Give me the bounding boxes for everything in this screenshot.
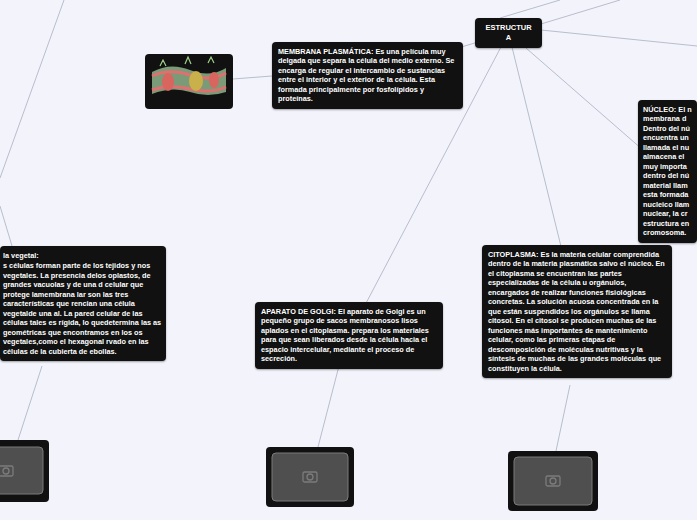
topic-box: MEMBRANA PLASMÁTICA: Es una película muy… bbox=[272, 42, 463, 109]
topic-box: APARATO DE GOLGI: El aparato de Golgi es… bbox=[255, 302, 443, 369]
image-placeholders bbox=[0, 440, 598, 511]
topic-text: ESTRUCTURA bbox=[483, 23, 534, 43]
branch-line bbox=[463, 43, 475, 47]
branch-line bbox=[525, 48, 638, 146]
topic-text: NÚCLEO: El n membrana d Dentro del nú en… bbox=[643, 105, 694, 238]
topic-heading: la vegetal: bbox=[3, 251, 162, 260]
topic-box: la vegetal:s células forman parte de los… bbox=[0, 246, 166, 361]
membrane-illustration bbox=[145, 54, 233, 109]
leader-lines bbox=[0, 0, 697, 451]
topic-text: CITOPLASMA: Es la materia celular compre… bbox=[488, 250, 666, 373]
topic-text: MEMBRANA PLASMÁTICA: Es una película muy… bbox=[278, 47, 457, 104]
topic-text: s células forman parte de los tejidos y … bbox=[3, 261, 162, 356]
topic-text: APARATO DE GOLGI: El aparato de Golgi es… bbox=[261, 307, 437, 364]
topic-box: CITOPLASMA: Es la materia celular compre… bbox=[482, 245, 672, 378]
branch-line bbox=[512, 48, 561, 246]
topic-box: NÚCLEO: El n membrana d Dentro del nú en… bbox=[638, 100, 697, 243]
root-topic: ESTRUCTURA bbox=[475, 18, 542, 48]
